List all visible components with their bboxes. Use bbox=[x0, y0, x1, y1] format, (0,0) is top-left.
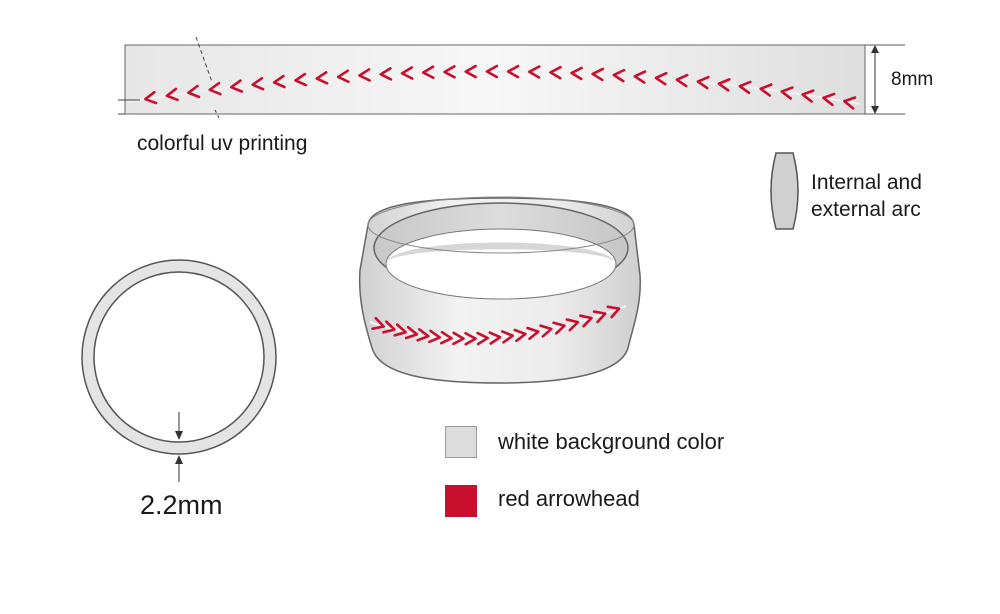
arrowhead bbox=[579, 314, 593, 328]
arrowhead bbox=[464, 64, 477, 79]
width-dimension bbox=[865, 44, 905, 115]
arrowhead bbox=[500, 330, 515, 344]
arrowhead bbox=[780, 86, 794, 100]
arc-label-line2: external arc bbox=[811, 198, 921, 221]
arrowhead bbox=[452, 331, 465, 346]
arrowhead bbox=[592, 310, 607, 324]
ring-top-rim bbox=[367, 196, 635, 254]
arrowhead bbox=[400, 66, 414, 80]
arc-profile-icon bbox=[770, 152, 799, 230]
uv-printing-label: colorful uv printing bbox=[137, 132, 308, 155]
arrowhead bbox=[696, 75, 710, 90]
arrowhead bbox=[843, 96, 857, 110]
thickness-label: 2.2mm bbox=[140, 490, 223, 520]
legend-swatch-white bbox=[445, 426, 477, 458]
arrowhead bbox=[294, 72, 308, 87]
arrowhead bbox=[336, 69, 350, 84]
arrowhead bbox=[654, 71, 668, 86]
arrowhead bbox=[229, 79, 244, 93]
arrowhead bbox=[822, 92, 836, 107]
arrowhead bbox=[759, 83, 773, 97]
legend-label-red: red arrowhead bbox=[498, 486, 640, 511]
arrowhead bbox=[272, 74, 286, 89]
arrowhead bbox=[591, 67, 605, 82]
arrowhead bbox=[440, 330, 453, 345]
arrowhead bbox=[187, 84, 201, 99]
cross-section-view bbox=[81, 259, 277, 482]
stitch-seam-flat bbox=[127, 70, 861, 105]
arrowhead bbox=[165, 87, 179, 102]
ring-inner-shade bbox=[386, 242, 616, 262]
arrowhead bbox=[382, 320, 396, 334]
width-label: 8mm bbox=[891, 69, 934, 90]
uv-leader-line bbox=[195, 36, 213, 83]
arrowhead bbox=[358, 68, 371, 82]
arrowhead bbox=[717, 78, 731, 92]
arrowhead bbox=[371, 316, 385, 331]
arrowhead bbox=[393, 323, 407, 337]
flat-arrowheads bbox=[144, 64, 857, 110]
legend-label-white: white background color bbox=[498, 429, 725, 454]
ring-3d-view bbox=[358, 196, 641, 384]
ring-inner-opening bbox=[385, 228, 617, 300]
arrowhead bbox=[144, 90, 158, 105]
arc-label: Internal and external arc bbox=[811, 169, 922, 223]
arrowhead bbox=[539, 324, 553, 338]
arrowhead bbox=[549, 65, 562, 80]
arrowhead bbox=[633, 70, 647, 84]
legend-swatch-red bbox=[445, 485, 477, 517]
uv-leader-line-lower bbox=[214, 109, 221, 121]
arrowhead bbox=[527, 65, 541, 79]
ring-inner-circle bbox=[93, 271, 265, 443]
arrowhead bbox=[464, 331, 477, 346]
arrowhead bbox=[675, 73, 689, 88]
arrowhead bbox=[738, 80, 752, 95]
arrowhead bbox=[570, 66, 583, 81]
arrowhead bbox=[485, 64, 499, 79]
flat-band-view bbox=[118, 36, 866, 121]
arrowhead bbox=[428, 329, 442, 344]
arrowhead bbox=[506, 64, 520, 79]
arrowhead bbox=[443, 65, 456, 79]
arrowhead bbox=[251, 76, 265, 91]
arc-label-line1: Internal and bbox=[811, 171, 922, 194]
arrowhead bbox=[208, 81, 222, 96]
ring-arrowheads bbox=[371, 305, 621, 346]
arrowhead bbox=[552, 321, 566, 335]
arrowhead bbox=[801, 89, 815, 103]
arrowhead bbox=[488, 331, 502, 345]
arrowhead bbox=[606, 305, 621, 319]
arrowhead bbox=[612, 68, 626, 83]
arrowhead bbox=[421, 65, 435, 80]
arrowhead bbox=[526, 326, 540, 341]
arrowhead bbox=[379, 67, 393, 81]
arrowhead bbox=[315, 71, 329, 85]
arrowhead bbox=[565, 318, 580, 332]
arrowhead bbox=[513, 328, 527, 343]
arrowhead bbox=[404, 325, 419, 340]
arrowhead bbox=[476, 331, 490, 346]
arrowhead bbox=[416, 328, 430, 342]
flat-band bbox=[124, 44, 866, 115]
